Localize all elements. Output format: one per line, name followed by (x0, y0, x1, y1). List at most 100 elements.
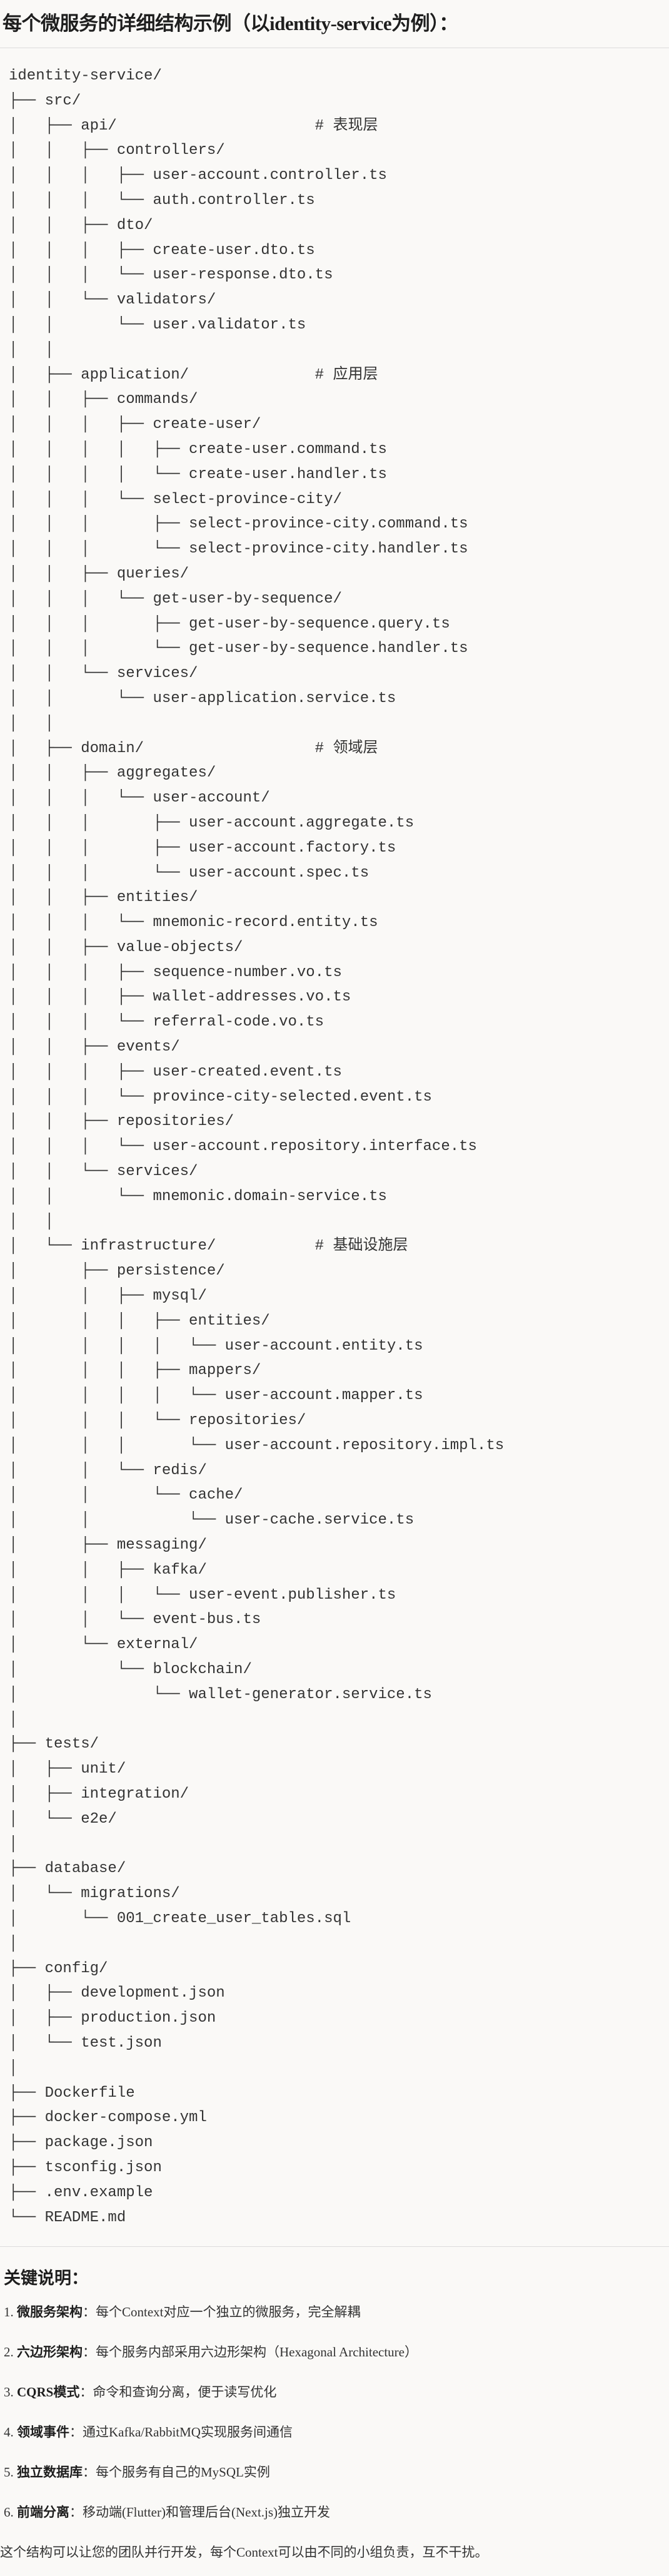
note-text: 通过Kafka/RabbitMQ实现服务间通信 (83, 2425, 293, 2440)
tree-line: │ │ │ ├── create-user/ (9, 416, 261, 434)
tree-line: │ │ │ └── user-event.publisher.ts (9, 1586, 396, 1604)
tree-line: │ ├── application/ # 应用层 (9, 366, 378, 384)
note-label: 微服务架构 (17, 2304, 83, 2320)
tree-line: │ │ ├── commands/ (9, 391, 198, 409)
key-notes-title: 关键说明： (4, 2269, 88, 2288)
tree-line: │ │ │ └── mnemonic-record.entity.ts (9, 914, 378, 932)
note-label: 领域事件 (17, 2425, 69, 2440)
note-separator: ： (83, 2344, 96, 2360)
key-note-item: 1. 微服务架构：每个Context对应一个独立的微服务，完全解耦 (4, 2292, 669, 2332)
tree-line: │ │ └── user-cache.service.ts (9, 1512, 415, 1529)
tree-line: │ (9, 2059, 18, 2077)
tree-line: │ │ ├── kafka/ (9, 1561, 207, 1579)
note-text: 每个Context对应一个独立的微服务，完全解耦 (96, 2304, 361, 2320)
key-note-item: 3. CQRS模式：命令和查询分离，便于读写优化 (4, 2372, 669, 2412)
tree-line: │ │ └── user.validator.ts (9, 316, 306, 333)
tree-line: │ │ │ └── repositories/ (9, 1412, 306, 1430)
tree-line: │ └── wallet-generator.service.ts (9, 1686, 432, 1703)
tree-line: │ (9, 1711, 18, 1728)
tree-line: │ └── e2e/ (9, 1810, 117, 1828)
note-label: 六边形架构 (17, 2344, 83, 2360)
tree-line: │ │ │ └── province-city-selected.event.t… (9, 1088, 432, 1106)
tree-line: │ │ │ └── select-province-city/ (9, 491, 342, 508)
tree-line: │ ├── integration/ (9, 1785, 189, 1803)
tree-line: │ ├── domain/ # 领域层 (9, 740, 378, 757)
tree-line: │ │ └── services/ (9, 1163, 198, 1181)
note-number: 4. (4, 2425, 17, 2440)
key-note-item: 2. 六边形架构：每个服务内部采用六边形架构（Hexagonal Archite… (4, 2332, 669, 2372)
note-separator: ： (69, 2425, 83, 2440)
tree-line: ├── src/ (9, 92, 81, 109)
tree-line: ├── tsconfig.json (9, 2159, 162, 2176)
tree-line: │ ├── development.json (9, 1985, 225, 2002)
tree-line: │ │ │ └── user-account.repository.interf… (9, 1138, 477, 1156)
note-number: 6. (4, 2505, 17, 2520)
tree-line: │ │ │ │ └── user-account.entity.ts (9, 1337, 423, 1355)
tree-line: │ │ │ ├── sequence-number.vo.ts (9, 964, 342, 981)
key-note-item: 5. 独立数据库：每个服务有自己的MySQL实例 (4, 2452, 669, 2492)
tree-line: │ │ │ ├── user-account.controller.ts (9, 167, 387, 185)
tree-line: │ │ │ └── referral-code.vo.ts (9, 1014, 324, 1031)
tree-line: │ │ ├── queries/ (9, 565, 189, 583)
tree-line: │ │ └── services/ (9, 665, 198, 683)
tree-line: │ │ ├── dto/ (9, 216, 153, 234)
key-note-item: 4. 领域事件：通过Kafka/RabbitMQ实现服务间通信 (4, 2412, 669, 2452)
note-number: 3. (4, 2385, 17, 2400)
note-text: 每个服务内部采用六边形架构（Hexagonal Architecture） (96, 2344, 418, 2360)
tree-line: │ │ │ └── user-account.spec.ts (9, 864, 370, 882)
tree-line: │ │ ├── repositories/ (9, 1113, 234, 1131)
tree-line: │ └── migrations/ (9, 1885, 180, 1903)
note-label: 独立数据库 (17, 2465, 83, 2480)
tree-line: │ │ │ │ ├── create-user.command.ts (9, 440, 387, 458)
tree-line: │ │ └── redis/ (9, 1462, 207, 1479)
note-number: 5. (4, 2465, 17, 2480)
tree-line: │ │ │ ├── select-province-city.command.t… (9, 516, 468, 533)
note-number: 1. (4, 2304, 17, 2320)
note-text: 命令和查询分离，便于读写优化 (93, 2385, 277, 2400)
tree-line: │ │ ├── controllers/ (9, 142, 225, 160)
tree-line: │ │ │ │ └── create-user.handler.ts (9, 466, 387, 483)
tree-line: │ │ │ └── user-account.repository.impl.t… (9, 1437, 505, 1454)
tree-line: │ ├── messaging/ (9, 1537, 207, 1554)
note-label: CQRS模式 (17, 2385, 80, 2400)
tree-line: │ │ │ └── auth.controller.ts (9, 191, 315, 209)
directory-tree-code-block: identity-service/ ├── src/ │ ├── api/ # 表现… (0, 48, 669, 2248)
tree-line: ├── Dockerfile (9, 2084, 135, 2102)
tree-line: ├── package.json (9, 2134, 153, 2152)
tree-line: ├── docker-compose.yml (9, 2109, 207, 2127)
tree-line: │ └── infrastructure/ # 基础设施层 (9, 1238, 408, 1255)
tree-line: │ └── external/ (9, 1636, 198, 1654)
tree-line: │ └── 001_create_user_tables.sql (9, 1910, 351, 1927)
note-text: 每个服务有自己的MySQL实例 (96, 2465, 270, 2480)
tree-line: │ │ │ ├── user-account.factory.ts (9, 839, 396, 857)
tree-line: │ │ │ ├── create-user.dto.ts (9, 242, 315, 259)
tree-line: │ │ └── event-bus.ts (9, 1611, 261, 1629)
tree-line: │ │ └── cache/ (9, 1487, 243, 1504)
tree-line: │ (9, 1935, 18, 1952)
section-title: 每个微服务的详细结构示例（以identity-service为例）： (0, 0, 669, 48)
tree-line: │ ├── production.json (9, 2010, 216, 2027)
tree-line: │ ├── api/ # 表现层 (9, 117, 378, 135)
tree-line: ├── .env.example (9, 2184, 153, 2201)
tree-line: └── README.md (9, 2209, 126, 2226)
note-separator: ： (83, 2465, 96, 2480)
note-separator: ： (69, 2505, 83, 2520)
tree-line: │ │ └── validators/ (9, 292, 216, 309)
key-note-item: 6. 前端分离：移动端(Flutter)和管理后台(Next.js)独立开发 (4, 2492, 669, 2532)
note-label: 前端分离 (17, 2505, 69, 2520)
tree-line: │ │ │ └── select-province-city.handler.t… (9, 541, 468, 558)
tree-line: │ │ ├── value-objects/ (9, 939, 243, 956)
note-number: 2. (4, 2344, 17, 2360)
tree-line: │ │ ├── entities/ (9, 889, 198, 907)
tree-line: │ │ (9, 715, 54, 732)
note-text: 移动端(Flutter)和管理后台(Next.js)独立开发 (83, 2505, 331, 2520)
tree-line: identity-service/ (9, 68, 162, 84)
tree-line: │ │ │ ├── mappers/ (9, 1362, 261, 1380)
tree-line: │ │ ├── events/ (9, 1039, 180, 1056)
tree-line: ├── config/ (9, 1960, 108, 1977)
tree-line: │ │ └── user-application.service.ts (9, 690, 396, 707)
summary-text: 这个结构可以让您的团队并行开发，每个Context可以由不同的小组负责，互不干扰… (0, 2545, 488, 2560)
tree-line: ├── database/ (9, 1860, 126, 1878)
tree-line: │ │ │ └── get-user-by-sequence.handler.t… (9, 640, 468, 658)
